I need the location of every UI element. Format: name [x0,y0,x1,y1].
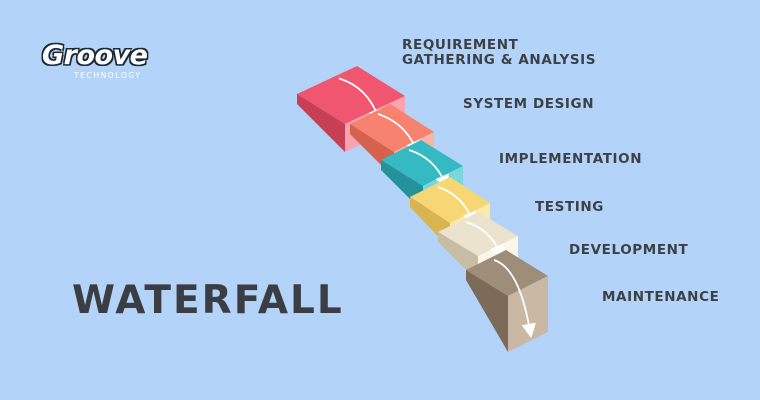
groove-logo: Groove TECHNOLOGY [40,40,155,84]
step-label-line: TESTING [535,199,604,215]
step-label-line: SYSTEM DESIGN [463,96,595,112]
step-label-requirement: REQUIREMENT GATHERING & ANALYSIS [402,38,596,68]
step-label-development: DEVELOPMENT [569,243,688,258]
flow-arrow-implementation [408,149,449,190]
step-side-maintenance [466,270,508,352]
step-label-system-design: SYSTEM DESIGN [463,97,594,112]
page-title: WATERFALL [72,278,344,323]
step-top-maintenance [466,250,548,296]
step-side-requirement [297,94,345,152]
flow-arrow-development [465,221,504,260]
step-top-requirement [297,66,405,124]
step-label-line: GATHERING & ANALYSIS [402,52,597,68]
step-label-line: IMPLEMENTATION [499,151,643,167]
flow-arrow-testing [437,186,477,227]
flow-arrow-maintenance [493,259,536,339]
step-label-maintenance: MAINTENANCE [602,290,719,305]
step-label-testing: TESTING [535,200,604,215]
step-label-line: REQUIREMENT [402,37,519,53]
step-label-line: MAINTENANCE [602,289,720,305]
step-front-maintenance [508,276,548,352]
logo-wordmark: Groove [42,40,148,71]
step-label-line: DEVELOPMENT [569,242,689,258]
logo-subtitle: TECHNOLOGY [74,71,142,80]
step-label-implementation: IMPLEMENTATION [499,152,642,167]
